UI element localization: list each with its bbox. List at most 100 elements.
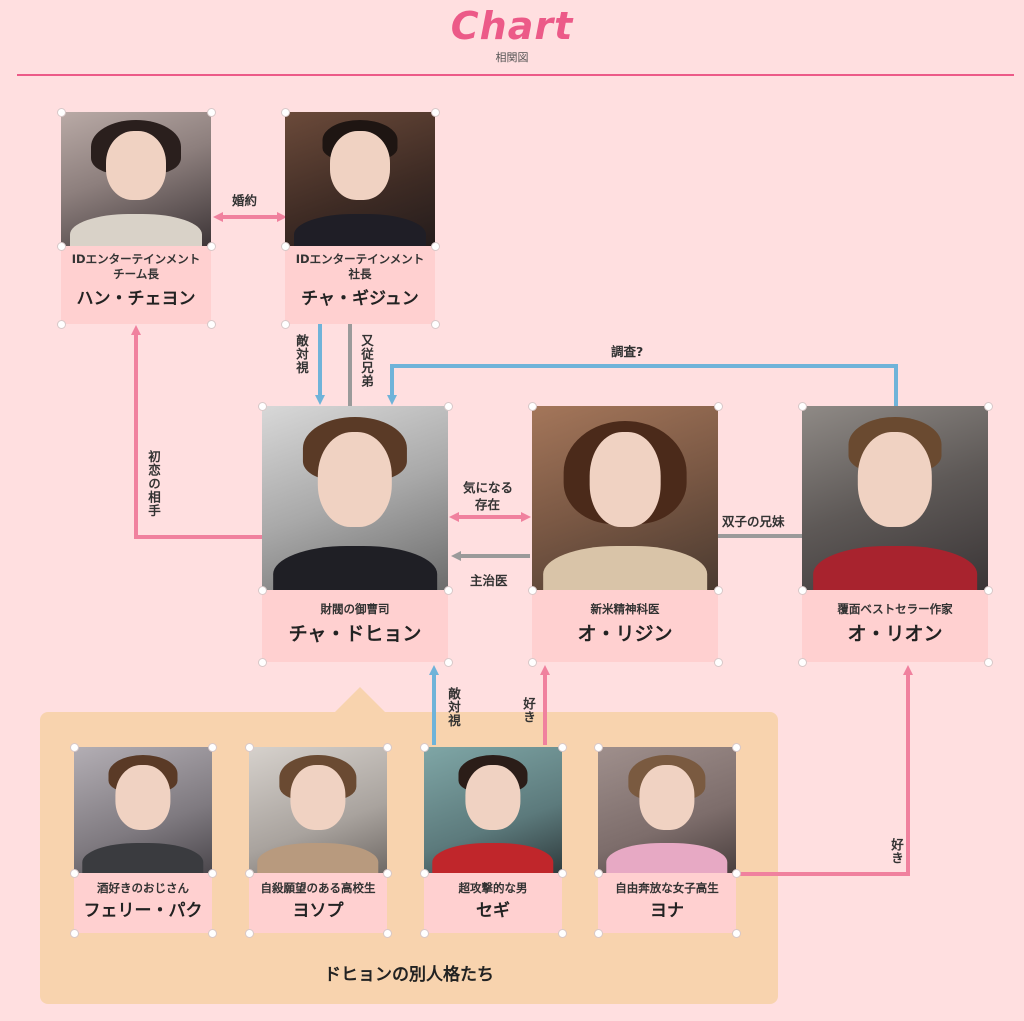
- corner-handle: [245, 869, 254, 878]
- card-yona[interactable]: 自由奔放な女子高生 ヨナ: [598, 747, 736, 933]
- corner-handle: [714, 658, 723, 667]
- corner-handle: [208, 743, 217, 752]
- corner-handle: [732, 929, 741, 938]
- corner-handle: [420, 929, 429, 938]
- card-dohyun[interactable]: 財閥の御曹司 チャ・ドヒョン: [262, 406, 448, 662]
- card-yosop[interactable]: 自殺願望のある高校生 ヨソプ: [249, 747, 387, 933]
- corner-handle: [245, 929, 254, 938]
- chart-subtitle: 相関図: [495, 51, 529, 64]
- portrait-han: [61, 112, 211, 246]
- label-curious-1: 気になる: [463, 480, 514, 495]
- portrait-dohyun: [262, 406, 448, 590]
- corner-handle: [431, 108, 440, 117]
- label-cousin: 又従兄弟: [359, 334, 374, 388]
- corner-handle: [444, 658, 453, 667]
- portrait-rijin: [532, 406, 718, 590]
- corner-handle: [528, 402, 537, 411]
- alter-ego-group-label: ドヒョンの別人格たち: [324, 965, 494, 985]
- corner-handle: [281, 320, 290, 329]
- corner-handle: [984, 658, 993, 667]
- name-ferry: フェリー・パク: [83, 901, 203, 921]
- line-first-love: [131, 325, 262, 539]
- name-rijin: オ・リジン: [577, 623, 673, 645]
- corner-handle: [258, 658, 267, 667]
- name-segi: セギ: [476, 901, 510, 921]
- card-rion[interactable]: 覆面ベストセラー作家 オ・リオン: [802, 406, 988, 662]
- group-box-pointer: [334, 687, 386, 713]
- corner-handle: [281, 108, 290, 117]
- role-giju-1: IDエンターテインメント: [295, 252, 425, 266]
- corner-handle: [732, 869, 741, 878]
- label-likes-rion: 好き: [889, 838, 904, 865]
- name-yona: ヨナ: [650, 901, 684, 921]
- corner-handle: [714, 586, 723, 595]
- corner-handle: [444, 586, 453, 595]
- label-first-love: 初恋の相手: [146, 450, 161, 518]
- corner-handle: [70, 743, 79, 752]
- corner-handle: [57, 242, 66, 251]
- role-dohyun: 財閥の御曹司: [320, 602, 390, 616]
- line-investigate: [387, 364, 898, 406]
- card-giju[interactable]: IDエンターテインメント 社長 チャ・ギジュン: [285, 112, 435, 324]
- label-doctor: 主治医: [470, 573, 508, 588]
- role-yona: 自由奔放な女子高生: [615, 881, 719, 895]
- corner-handle: [528, 586, 537, 595]
- portrait-giju: [285, 112, 435, 246]
- portrait-rion: [802, 406, 988, 590]
- corner-handle: [208, 869, 217, 878]
- corner-handle: [798, 402, 807, 411]
- corner-handle: [431, 242, 440, 251]
- label-likes-rijin: 好き: [521, 697, 536, 724]
- label-rivalry-top: 敵対視: [294, 334, 309, 375]
- corner-handle: [984, 586, 993, 595]
- name-giju: チャ・ギジュン: [301, 289, 419, 309]
- portrait-ferry: [74, 747, 212, 873]
- corner-handle: [208, 929, 217, 938]
- name-rion: オ・リオン: [847, 623, 943, 645]
- corner-handle: [207, 320, 216, 329]
- card-segi[interactable]: 超攻撃的な男 セギ: [424, 747, 562, 933]
- corner-handle: [70, 929, 79, 938]
- label-rivalry-bottom: 敵対視: [446, 687, 461, 728]
- label-twins: 双子の兄妹: [722, 514, 785, 529]
- card-han[interactable]: IDエンターテインメント チーム長 ハン・チェヨン: [61, 112, 211, 324]
- label-investigate: 調査?: [611, 344, 644, 359]
- corner-handle: [383, 743, 392, 752]
- role-ferry: 酒好きのおじさん: [97, 881, 189, 895]
- corner-handle: [420, 743, 429, 752]
- corner-handle: [528, 658, 537, 667]
- label-engaged: 婚約: [232, 193, 258, 208]
- corner-handle: [594, 929, 603, 938]
- card-ferry[interactable]: 酒好きのおじさん フェリー・パク: [74, 747, 212, 933]
- role-giju-2: 社長: [348, 267, 372, 281]
- name-han: ハン・チェヨン: [76, 289, 196, 309]
- corner-handle: [420, 869, 429, 878]
- card-rijin[interactable]: 新米精神科医 オ・リジン: [532, 406, 718, 662]
- corner-handle: [258, 402, 267, 411]
- corner-handle: [594, 743, 603, 752]
- corner-handle: [383, 929, 392, 938]
- role-rion: 覆面ベストセラー作家: [837, 602, 953, 616]
- name-dohyun: チャ・ドヒョン: [288, 623, 422, 645]
- corner-handle: [207, 242, 216, 251]
- corner-handle: [732, 743, 741, 752]
- corner-handle: [245, 743, 254, 752]
- portrait-yona: [598, 747, 736, 873]
- corner-handle: [714, 402, 723, 411]
- corner-handle: [57, 108, 66, 117]
- title-underline: [17, 74, 1014, 76]
- corner-handle: [984, 402, 993, 411]
- portrait-segi: [424, 747, 562, 873]
- corner-handle: [558, 869, 567, 878]
- corner-handle: [70, 869, 79, 878]
- corner-handle: [383, 869, 392, 878]
- corner-handle: [798, 586, 807, 595]
- corner-handle: [431, 320, 440, 329]
- corner-handle: [558, 743, 567, 752]
- corner-handle: [57, 320, 66, 329]
- corner-handle: [444, 402, 453, 411]
- line-likes-rion: [738, 665, 913, 876]
- chart-title: Chart: [450, 4, 574, 48]
